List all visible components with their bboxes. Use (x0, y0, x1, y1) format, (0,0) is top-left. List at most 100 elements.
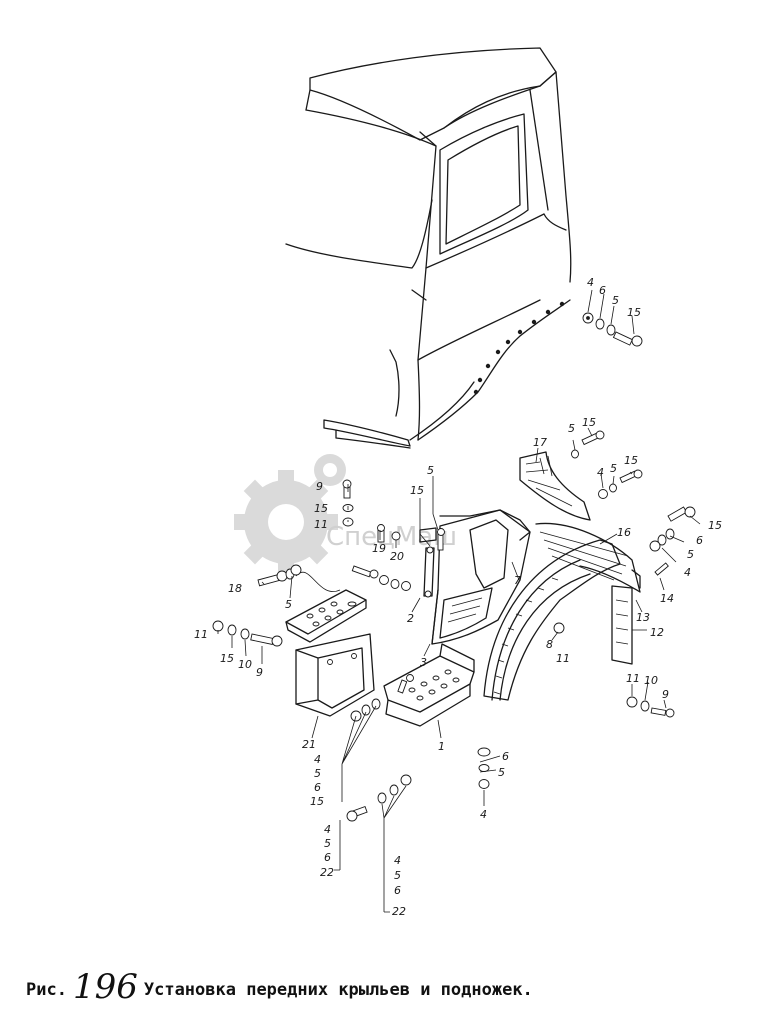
callout-4: 4 (394, 854, 401, 867)
fastener-group-lower-2 (346, 774, 412, 822)
callout-4: 4 (324, 823, 331, 836)
callout-5: 5 (314, 767, 321, 780)
bolt-icon (581, 430, 605, 446)
washer-icon (657, 534, 667, 546)
strut-2 (423, 528, 445, 598)
callout-11: 11 (194, 628, 208, 641)
callout-15: 15 (708, 519, 722, 532)
nut-icon (582, 312, 594, 324)
washer-icon (227, 624, 237, 636)
nut-icon (400, 774, 412, 786)
callout-6: 6 (314, 781, 321, 794)
front-fender-12 (483, 522, 641, 701)
callout-6: 6 (502, 750, 509, 763)
nut-icon (379, 575, 389, 585)
bolt-icon (377, 524, 385, 543)
callout-5: 5 (394, 869, 401, 882)
callout-6: 6 (696, 534, 703, 547)
exploded-parts-diagram: СпецМаш (194, 47, 722, 918)
watermark: СпецМаш (234, 454, 457, 574)
callout-15: 15 (220, 652, 234, 665)
washer-icon (371, 698, 381, 710)
callout-10: 10 (644, 674, 658, 687)
callout-16: 16 (617, 526, 631, 539)
callout-3: 3 (420, 656, 427, 669)
callout-11: 11 (556, 652, 570, 665)
callout-17: 17 (533, 436, 547, 449)
callout-19: 19 (372, 542, 386, 555)
washer-icon (571, 449, 579, 459)
nut-icon (598, 489, 608, 499)
washer-icon (377, 792, 387, 804)
callout-15: 15 (582, 416, 596, 429)
callout-15: 15 (310, 795, 324, 808)
fastener-group-right (553, 506, 696, 634)
nut-icon (478, 779, 490, 789)
washer-icon (361, 704, 371, 716)
callout-1: 1 (438, 740, 445, 753)
callout-5: 5 (610, 462, 617, 475)
callout-2: 2 (407, 612, 414, 625)
callout-21: 21 (302, 738, 316, 751)
bolt-icon (351, 565, 379, 579)
callout-5: 5 (687, 548, 694, 561)
washer-icon (389, 784, 399, 796)
bolt-icon (654, 562, 669, 576)
callout-18: 18 (228, 582, 242, 595)
footstep-1 (383, 643, 475, 727)
callout-8: 8 (546, 638, 553, 651)
callout-9: 9 (256, 666, 263, 679)
nut-icon (626, 696, 638, 708)
bolt-icon (346, 805, 368, 822)
washer-icon (478, 764, 490, 772)
callout-4: 4 (480, 808, 487, 821)
bolt-icon (619, 469, 643, 484)
callout-4: 4 (597, 466, 604, 479)
cab-body (285, 47, 572, 449)
washer-icon (606, 324, 616, 336)
callout-11: 11 (314, 518, 328, 531)
bolt-icon (342, 479, 352, 499)
bracket-17 (519, 451, 591, 521)
callout-labels: 4 6 5 15 5 15 17 4 5 15 16 15 6 5 4 1 4 1… (194, 276, 722, 918)
callout-10: 10 (238, 658, 252, 671)
bolt-icon (397, 674, 414, 694)
callout-5: 5 (498, 766, 505, 779)
nut-icon (401, 581, 411, 591)
washer-icon (609, 483, 617, 493)
callout-9: 9 (662, 688, 669, 701)
washer-icon (390, 579, 400, 589)
fastener-stack-top-right (582, 312, 643, 347)
callout-12: 12 (650, 626, 664, 639)
callout-7: 7 (514, 574, 521, 587)
callout-9: 9 (316, 480, 323, 493)
figure-number: 196 (72, 967, 138, 1007)
bolt-icon (250, 633, 283, 647)
watermark-text: СпецМаш (326, 522, 457, 552)
washer-icon (640, 700, 650, 712)
callout-13: 13 (636, 611, 650, 624)
washer-icon (240, 628, 250, 640)
callout-6: 6 (324, 851, 331, 864)
caption-title: Установка передних крыльев и подножек. (143, 980, 533, 1000)
bolt-icon (257, 570, 288, 587)
fastener-group-lower-3 (477, 747, 491, 789)
fastener-group-17 (571, 430, 643, 499)
callout-15: 15 (410, 484, 424, 497)
callout-15: 15 (624, 454, 638, 467)
bolt-icon (650, 707, 675, 718)
mud-flap-bracket-3 (419, 509, 531, 645)
callout-5: 5 (612, 294, 619, 307)
fastener-group-left (212, 620, 283, 647)
bolt-icon (612, 331, 643, 347)
callout-22: 22 (320, 866, 334, 879)
callout-5: 5 (427, 464, 434, 477)
callout-5: 5 (285, 598, 292, 611)
washer-icon (595, 318, 605, 330)
fastener-group-bottom-right (626, 696, 675, 718)
callout-6: 6 (394, 884, 401, 897)
step-plate-upper (285, 571, 367, 643)
callout-6: 6 (599, 284, 606, 297)
washer-icon (477, 747, 491, 757)
